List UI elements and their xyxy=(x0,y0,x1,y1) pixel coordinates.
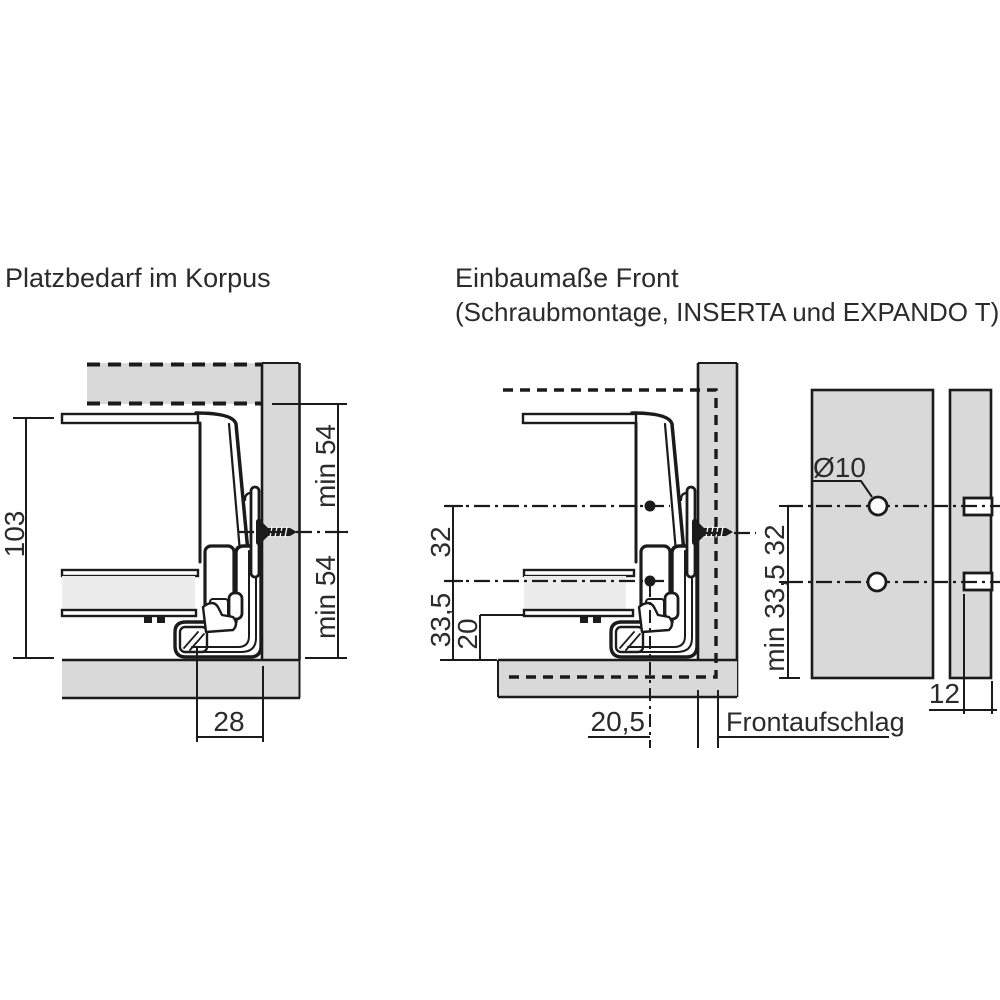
drill-hole-upper xyxy=(867,495,889,517)
dim-min54-top-label: min 54 xyxy=(310,424,341,508)
cabinet-bottom-panel xyxy=(62,658,301,700)
frontaufschlag-label: Frontaufschlag xyxy=(726,707,905,737)
dimension-min54 xyxy=(272,403,347,659)
dimension-32-min33-5 xyxy=(779,505,800,679)
dim-min-33-5-label: min 33,5 xyxy=(759,564,790,671)
dimension-28 xyxy=(196,648,264,742)
drill-point-upper xyxy=(644,500,656,512)
right-drawing: Ø10 32 min 33,5 12 xyxy=(759,388,1000,714)
section-title-right: Einbaumaße Front xyxy=(455,263,679,293)
dim-33-5-label: 33,5 xyxy=(425,593,456,648)
hole-diameter-leader xyxy=(813,480,873,498)
dim-20-5-label: 20,5 xyxy=(591,706,646,737)
dimension-20-5 xyxy=(588,584,889,748)
dimension-103 xyxy=(13,417,54,659)
drawer-profile xyxy=(60,411,299,659)
dim-32-label: 32 xyxy=(425,526,456,557)
dim-103-label: 103 xyxy=(0,511,30,558)
cabinet-outline-dashed xyxy=(503,388,718,679)
front-panel-edge-view xyxy=(948,388,993,680)
front-panel-face-view xyxy=(810,388,935,680)
dim-32-right-label: 32 xyxy=(759,524,790,555)
drill-point-lower xyxy=(644,575,656,587)
dimension-32-33-20 xyxy=(440,505,523,661)
drilling-axes xyxy=(445,500,756,587)
drill-hole-lower xyxy=(866,571,888,593)
dim-20-label: 20 xyxy=(452,618,483,649)
section-subtitle-right: (Schraubmontage, INSERTA und EXPANDO T) xyxy=(455,297,999,327)
dim-12-label: 12 xyxy=(929,678,960,709)
section-title-left: Platzbedarf im Korpus xyxy=(5,263,271,293)
left-drawing: 103 min 54 min 54 28 xyxy=(0,362,348,742)
dim-min54-bottom-label: min 54 xyxy=(310,555,341,639)
middle-drawing: 32 33,5 20 20,5 Frontaufschlag xyxy=(425,362,905,748)
dimension-12 xyxy=(929,594,997,714)
hole-diameter-label: Ø10 xyxy=(813,452,866,483)
front-panel xyxy=(260,362,301,660)
dim-28-label: 28 xyxy=(213,706,244,737)
